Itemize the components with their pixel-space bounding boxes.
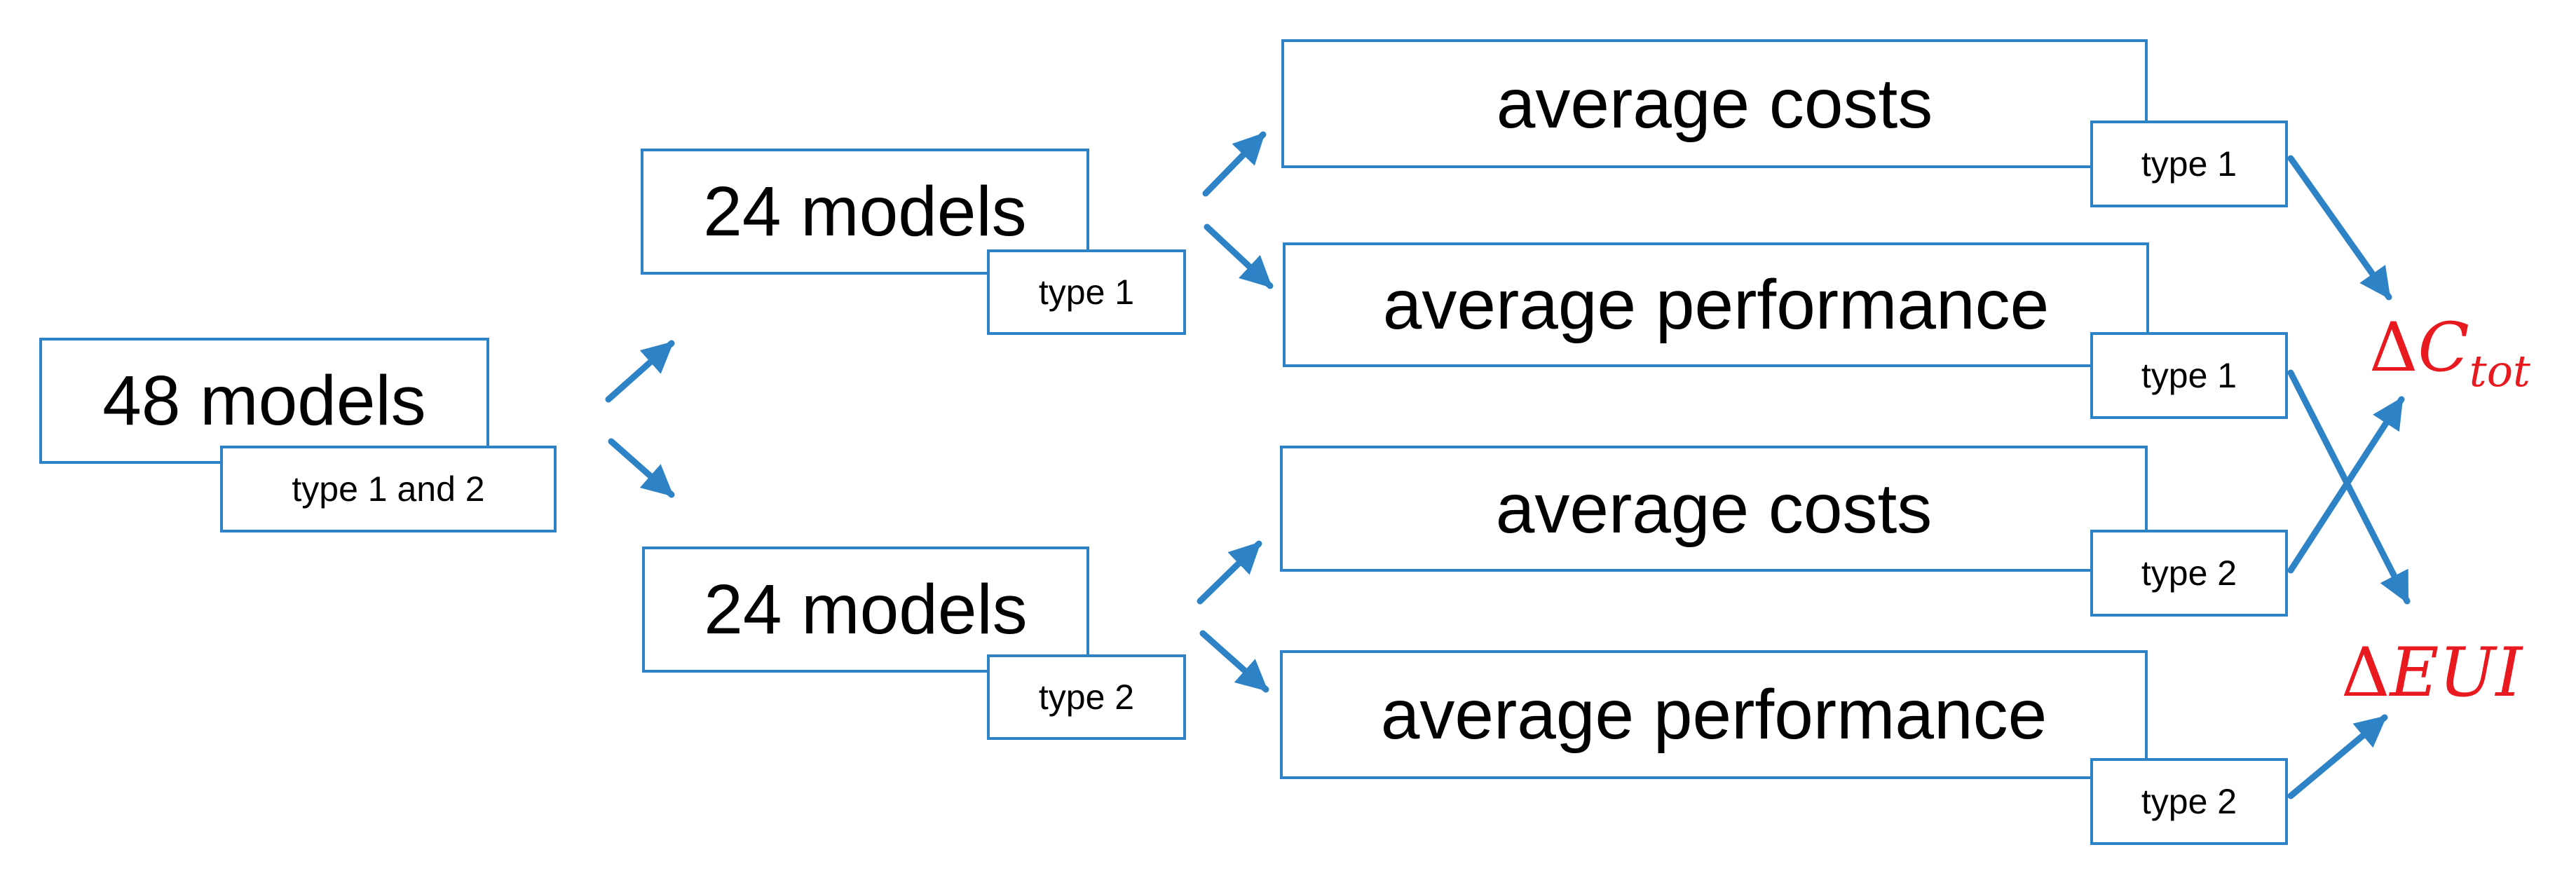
type2-costs-tag: type 2 xyxy=(2090,530,2288,617)
arrow-48-to-24b xyxy=(608,438,675,498)
all-models-tag: type 1 and 2 xyxy=(220,446,557,532)
type1-costs-box: average costs xyxy=(1281,39,2148,168)
delta-ctot-delta: Δ xyxy=(2369,308,2418,387)
type2-costs-label: average costs xyxy=(1495,469,1933,548)
delta-eui-delta: Δ xyxy=(2341,633,2390,712)
arrow-24b-to-perf2 xyxy=(1199,630,1269,693)
type2-performance-tag-label: type 2 xyxy=(2141,782,2237,821)
arrow-perf1-to-eui xyxy=(2287,369,2411,605)
type2-performance-label: average performance xyxy=(1380,675,2047,754)
delta-ctot-subscript: tot xyxy=(2469,345,2530,397)
all-models-tag-label: type 1 and 2 xyxy=(292,469,485,509)
type1-costs-tag-label: type 1 xyxy=(2141,144,2237,184)
type1-models-tag: type 1 xyxy=(987,249,1186,335)
arrow-cost1-to-ctot xyxy=(2287,155,2392,301)
type1-models-label: 24 models xyxy=(703,172,1027,251)
type2-models-label: 24 models xyxy=(704,570,1028,649)
type1-performance-tag: type 1 xyxy=(2090,332,2288,419)
type2-models-tag-label: type 2 xyxy=(1038,678,1135,717)
arrow-24a-to-cost1 xyxy=(1202,131,1267,197)
type2-performance-tag: type 2 xyxy=(2090,758,2288,845)
type1-models-tag-label: type 1 xyxy=(1038,273,1135,312)
type2-models-tag: type 2 xyxy=(987,654,1186,740)
delta-eui-label: ΔEUI xyxy=(2341,639,2522,706)
delta-eui-symbol: EUI xyxy=(2390,633,2523,712)
arrow-48-to-24a xyxy=(605,340,675,403)
arrow-24a-to-perf1 xyxy=(1204,224,1274,289)
all-models-label: 48 models xyxy=(102,361,426,440)
arrow-cost2-to-ctot xyxy=(2287,396,2405,574)
type1-performance-tag-label: type 1 xyxy=(2141,356,2237,395)
type2-costs-box: average costs xyxy=(1280,446,2148,572)
type1-performance-box: average performance xyxy=(1283,242,2149,367)
type2-models-box: 24 models xyxy=(642,547,1089,673)
type1-costs-label: average costs xyxy=(1496,64,1933,143)
delta-ctot-label: ΔCtot xyxy=(2369,314,2530,393)
delta-ctot-symbol: C xyxy=(2418,308,2469,387)
type1-performance-label: average performance xyxy=(1382,265,2050,344)
type1-costs-tag: type 1 xyxy=(2090,121,2288,207)
arrow-24b-to-cost2 xyxy=(1197,540,1262,605)
type2-performance-box: average performance xyxy=(1280,650,2148,779)
all-models-box: 48 models xyxy=(39,338,489,464)
arrow-perf2-to-eui xyxy=(2287,714,2388,799)
type2-costs-tag-label: type 2 xyxy=(2141,554,2237,593)
